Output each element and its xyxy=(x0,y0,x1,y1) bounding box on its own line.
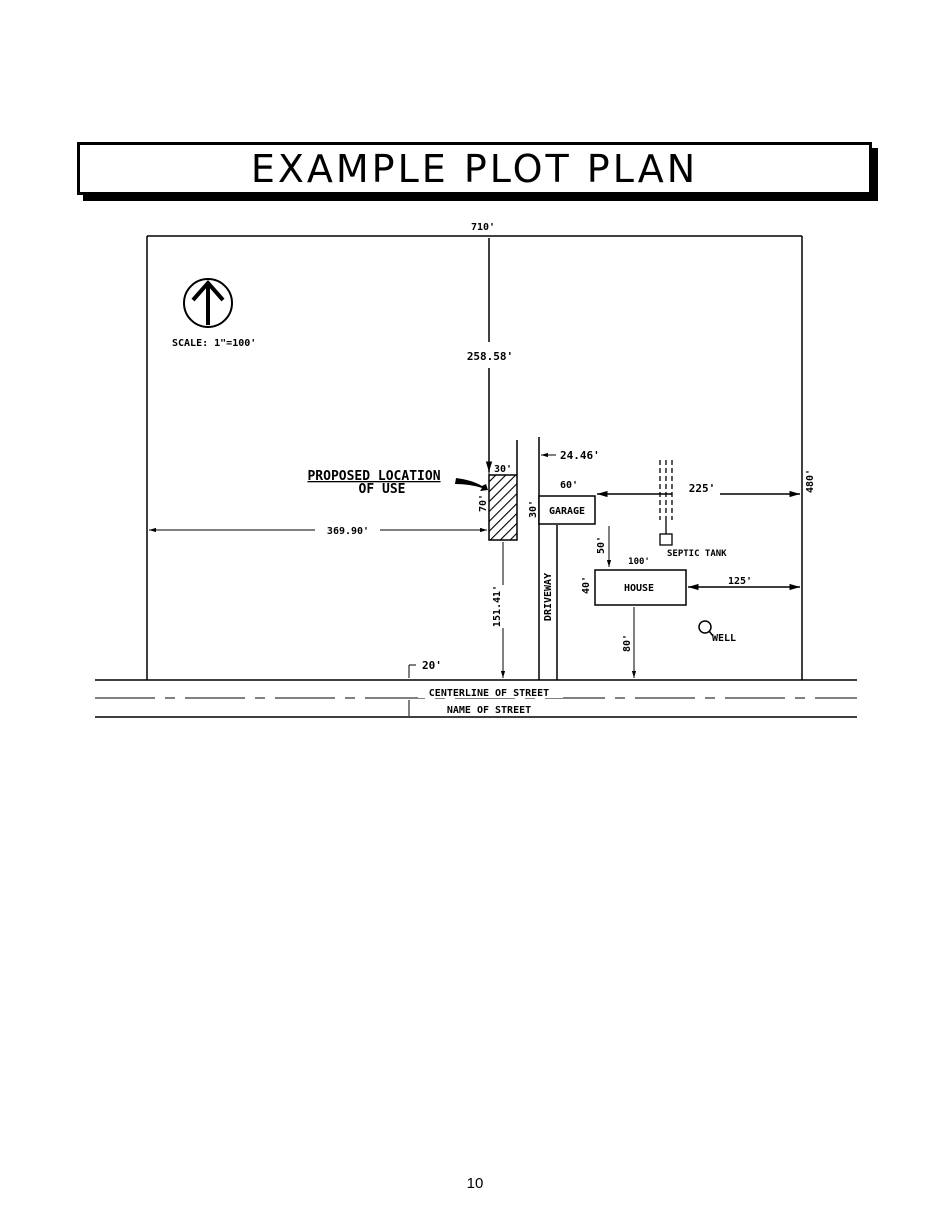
well-icon xyxy=(698,620,714,637)
house-to-street-label: 80' xyxy=(622,634,633,652)
lot-boundary xyxy=(146,235,803,680)
proposed-location-label-2: OF USE xyxy=(359,482,406,497)
driveway-label: DRIVEWAY xyxy=(543,573,554,621)
half-row-label: 20' xyxy=(422,659,442,672)
proposed-use-footprint xyxy=(488,474,518,541)
lot-width-label: 710' xyxy=(471,222,495,233)
house-to-east-label: 125' xyxy=(728,576,752,587)
driveway-offset-label: 24.46' xyxy=(560,449,600,462)
centerline-label: CENTERLINE OF STREET xyxy=(429,688,549,699)
garage-to-house-label: 50' xyxy=(596,536,607,554)
north-setback-label: 258.58' xyxy=(467,350,513,363)
use-width-label: 30' xyxy=(494,464,512,475)
street-name-label: NAME OF STREET xyxy=(447,705,531,716)
garage-label: GARAGE xyxy=(549,506,585,517)
house-width-label: 100' xyxy=(628,557,650,567)
use-length-label: 70' xyxy=(478,494,489,512)
garage-depth-label: 30' xyxy=(528,500,539,518)
proposed-location-label-1: PROPOSED LOCATION xyxy=(307,469,440,484)
scale-label: SCALE: 1"=100' xyxy=(172,338,256,349)
title-box: EXAMPLE PLOT PLAN xyxy=(77,142,872,195)
garage-to-east-label: 225' xyxy=(689,482,716,495)
well-label: WELL xyxy=(712,633,736,644)
house xyxy=(594,569,687,606)
half-row-dimension xyxy=(408,664,416,716)
north-arrow-icon xyxy=(183,278,233,328)
garage-width-label: 60' xyxy=(560,480,578,491)
west-setback-label: 369.90' xyxy=(327,526,369,537)
lot-depth-label: 480' xyxy=(805,469,816,493)
page-title: EXAMPLE PLOT PLAN xyxy=(250,146,699,191)
house-depth-label: 40' xyxy=(581,576,592,594)
septic-field-lines xyxy=(659,460,673,520)
proposed-location-pointer xyxy=(455,478,488,491)
garage xyxy=(538,495,596,525)
house-label: HOUSE xyxy=(624,583,654,594)
driveway xyxy=(538,437,558,680)
septic-tank xyxy=(659,533,673,546)
use-to-street-label: 151.41' xyxy=(492,585,503,627)
page-number: 10 xyxy=(466,1175,484,1192)
septic-tank-label: SEPTIC TANK xyxy=(667,549,727,559)
